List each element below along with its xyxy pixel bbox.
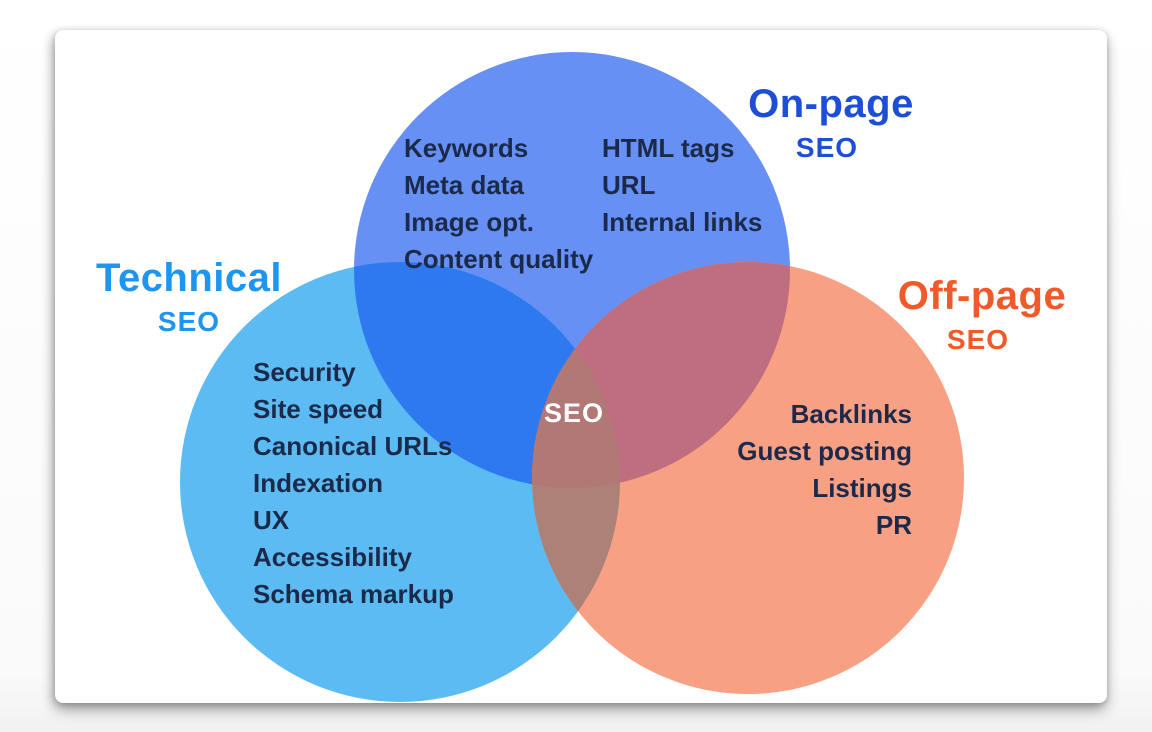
- list-item: Security: [253, 357, 356, 387]
- list-item: Image opt.: [404, 207, 535, 237]
- onpage-subtitle: SEO: [795, 132, 859, 163]
- list-item: Meta data: [404, 170, 524, 200]
- list-item: PR: [875, 510, 912, 540]
- list-item: HTML tags: [602, 133, 735, 163]
- list-item: Accessibility: [253, 542, 412, 572]
- offpage-title: Off-page: [897, 274, 1067, 318]
- list-item: Site speed: [253, 394, 384, 424]
- list-item: Listings: [812, 473, 912, 503]
- list-item: Backlinks: [790, 399, 912, 429]
- list-item: Canonical URLs: [253, 431, 453, 461]
- list-item: Internal links: [602, 207, 763, 237]
- list-item: Keywords: [404, 133, 529, 163]
- list-item: Guest posting: [737, 436, 912, 466]
- center-seo-label: SEO: [543, 398, 605, 428]
- list-item: Indexation: [253, 468, 384, 498]
- list-item: Schema markup: [253, 579, 454, 609]
- technical-subtitle: SEO: [157, 306, 221, 337]
- list-item: UX: [253, 505, 290, 535]
- offpage-subtitle: SEO: [946, 324, 1010, 355]
- list-item: URL: [602, 170, 656, 200]
- diagram-card: On-page SEO Technical SEO Off-page SEO K…: [55, 30, 1107, 703]
- onpage-title: On-page: [748, 82, 914, 126]
- list-item: Content quality: [404, 244, 594, 274]
- technical-title: Technical: [95, 256, 283, 300]
- venn-diagram: [180, 52, 964, 702]
